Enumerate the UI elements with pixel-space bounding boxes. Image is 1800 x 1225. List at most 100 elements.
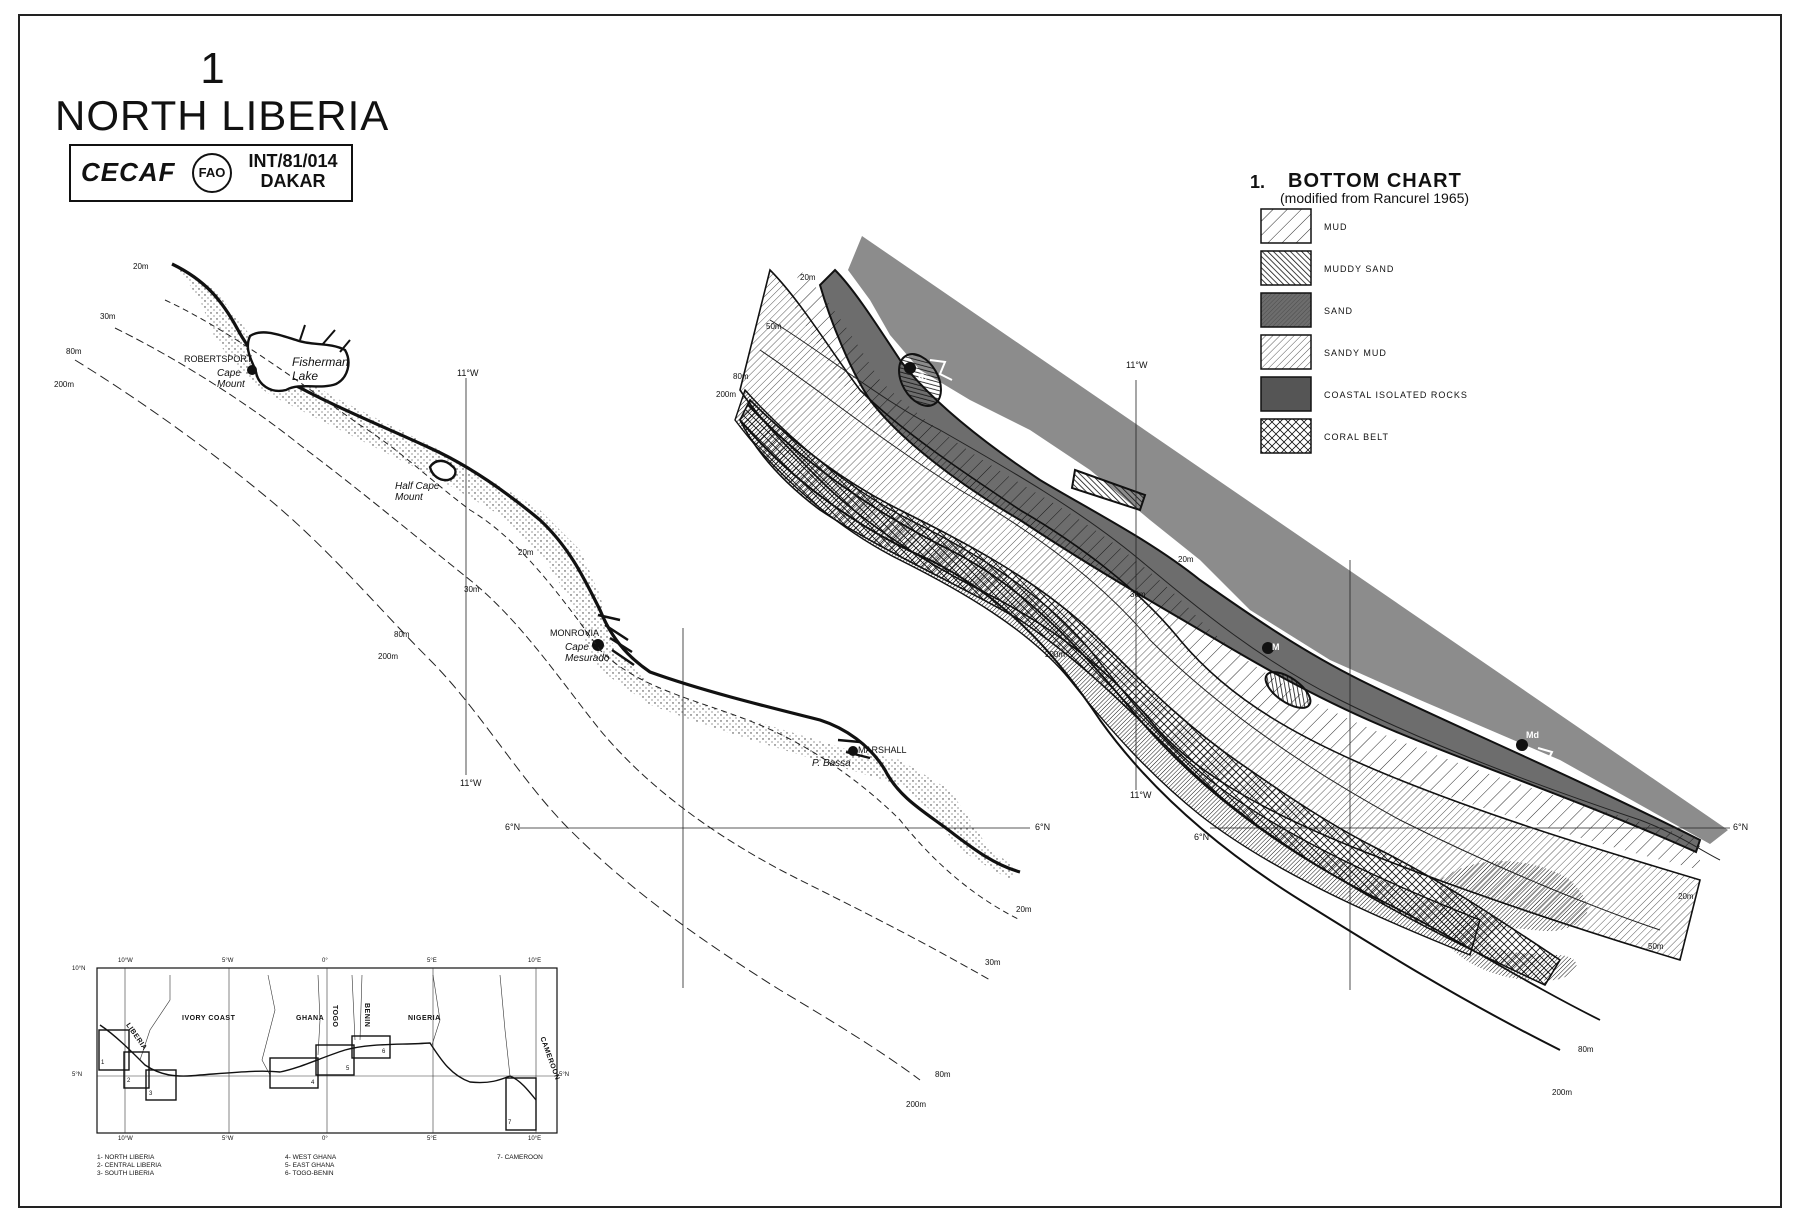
inset-country-ivory-coast: IVORY COAST [182, 1015, 236, 1022]
logo-org: CECAF [81, 157, 176, 187]
inset-lon-top: 5°E [427, 958, 437, 964]
sandy-mud-pattern-swatch [1260, 334, 1312, 370]
inset-lat-label: 10°N [72, 966, 86, 972]
left-map [74, 262, 1030, 1081]
lake-inlets [299, 324, 351, 353]
right-river-md [1537, 747, 1554, 761]
left-lon-top-label: 11°W [457, 368, 479, 378]
inset-map [96, 967, 558, 1134]
inset-box-7 [505, 1077, 537, 1131]
marshall-label: MARSHALL [858, 745, 907, 755]
left-depth-200m-mid: 200m [378, 652, 399, 661]
bottom-chart-legend: 1. BOTTOM CHART (modified from Rancurel … [1250, 170, 1550, 462]
left-lon-bottom-label: 11°W [460, 778, 482, 788]
cape-mount-label: Cape Mount [217, 368, 245, 390]
right-depth-80m-top: 80m [733, 372, 749, 381]
legend-item-mud: MUD [1260, 208, 1550, 248]
inset-lat-label: 5°N [559, 1072, 570, 1078]
right-lat-right-label: 6°N [1733, 822, 1749, 832]
legend-number: 1. [1250, 172, 1266, 192]
left-depth-200m-end: 200m [906, 1100, 927, 1109]
right-isobath-80m [747, 404, 1601, 1021]
muddy-sand-patch [1070, 468, 1147, 512]
legend-item-sand: SAND [1260, 292, 1550, 332]
inset-country-ghana: GHANA [296, 1015, 325, 1022]
right-map-land [848, 236, 1728, 844]
monrovia-rivers [597, 613, 635, 667]
fisherman-lake-label: Fisherman Lake [292, 355, 349, 383]
right-coral-belt [739, 398, 1562, 987]
half-cape-mount-label: Half Cape Mount [395, 481, 440, 503]
fao-seal-icon: FAO [192, 153, 232, 193]
right-lon-bottom-label: 11°W [1130, 790, 1152, 800]
right-offshore-tongue [1440, 861, 1588, 981]
sand-pattern-swatch [1260, 292, 1312, 328]
inset-lon-top: 10°W [118, 958, 133, 964]
inset-coastline [99, 1024, 537, 1101]
legend-label: MUDDY SAND [1324, 264, 1395, 274]
inset-lon-top: 10°E [528, 958, 542, 964]
right-depth-50m-top: 50m [766, 322, 782, 331]
legend-subtitle: (modified from Rancurel 1965) [1280, 190, 1470, 206]
inset-box-number: 6 [382, 1049, 386, 1055]
right-lat-left-label: 6°N [1194, 832, 1210, 842]
p-bassa-label: P. Bassa [812, 758, 851, 769]
right-town-m-label: M [1272, 642, 1280, 652]
right-depth-200m-end: 200m [1552, 1088, 1573, 1097]
coral-pattern-swatch [1260, 418, 1312, 454]
legend-item-rocks: COASTAL ISOLATED ROCKS [1260, 376, 1550, 416]
inset-lon-bottom: 5°E [427, 1136, 437, 1142]
legend-label: COASTAL ISOLATED ROCKS [1324, 390, 1468, 400]
right-isobath-50m [759, 349, 1661, 931]
rocks-pattern-swatch [1260, 376, 1312, 412]
inset-country-benin: BENIN [363, 1003, 370, 1028]
inset-box-number: 1 [101, 1060, 105, 1066]
inset-country-nigeria: NIGERIA [408, 1015, 441, 1022]
left-lat-right-label: 6°N [1035, 822, 1051, 832]
inset-box-number: 7 [508, 1120, 512, 1126]
right-depth-50m-end: 50m [1648, 942, 1664, 951]
inset-box-1 [98, 1029, 130, 1071]
map-title: NORTH LIBERIA [55, 92, 390, 139]
inset-box-number: 4 [311, 1080, 315, 1086]
inset-country-togo: TOGO [331, 1005, 338, 1028]
inset-lon-top: 5°W [222, 958, 234, 964]
legend-item-muddy-sand: MUDDY SAND [1260, 250, 1550, 290]
left-depth-30m-top: 30m [100, 312, 116, 321]
map-number: 1 [200, 44, 226, 93]
logo-project: INT/81/014 DAKAR [235, 151, 351, 191]
left-depth-200m-top: 200m [54, 380, 75, 389]
inset-box-number: 2 [127, 1078, 131, 1084]
logo-project-code: INT/81/014 [248, 151, 338, 171]
right-lon-top-label: 11°W [1126, 360, 1148, 370]
mud-pattern-swatch [1260, 208, 1312, 244]
legend-label: CORAL BELT [1324, 432, 1390, 442]
cape-mesurado-label: Cape Mesurado [565, 642, 610, 664]
right-river-r [929, 359, 953, 381]
left-depth-20m-mid: 20m [518, 548, 534, 557]
legend-label: SAND [1324, 306, 1354, 316]
legend-label: SANDY MUD [1324, 348, 1387, 358]
right-town-r-label: R. [918, 372, 927, 382]
inset-box-4 [269, 1057, 319, 1089]
monrovia-town-dot [592, 639, 604, 651]
left-depth-80m-mid: 80m [394, 630, 410, 639]
right-depth-80m-end: 80m [1578, 1045, 1594, 1054]
robertsport-town-dot [247, 365, 257, 375]
left-depth-20m-top: 20m [133, 262, 149, 271]
legend-item-coral: CORAL BELT [1260, 418, 1550, 458]
inset-key-col3: 7- CAMEROON [497, 1154, 543, 1161]
legend-label: MUD [1324, 222, 1348, 232]
right-depth-200m-mid: 200m [1045, 650, 1066, 659]
left-depth-80m-top: 80m [66, 347, 82, 356]
muddy-sand-pattern-swatch [1260, 250, 1312, 286]
inset-lat-label: 5°N [72, 1072, 83, 1078]
robertsport-label: ROBERTSPORT [184, 354, 253, 364]
right-isobath-200m [739, 419, 1561, 1051]
left-isobath-80m [114, 327, 991, 981]
inset-box-3 [145, 1069, 177, 1101]
left-depth-20m-end: 20m [1016, 905, 1032, 914]
half-cape-mount-lagoon [428, 459, 457, 482]
